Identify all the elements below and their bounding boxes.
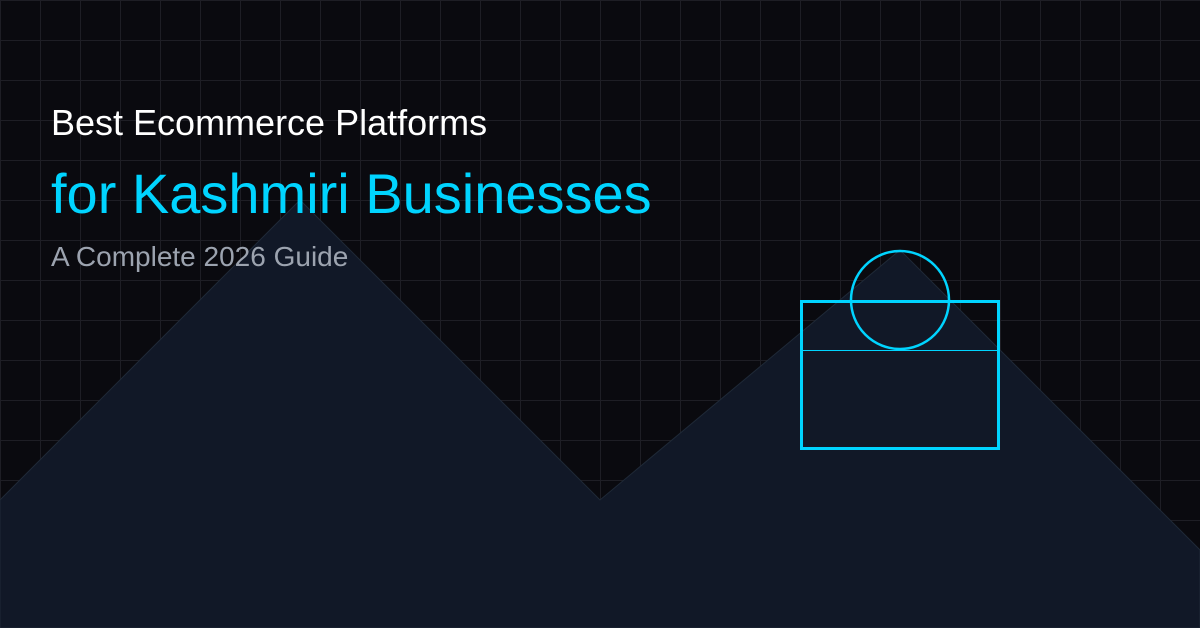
headline-line-2: for Kashmiri Businesses [51,162,652,225]
headline-line-1: Best Ecommerce Platforms [51,102,488,143]
subtitle: A Complete 2026 Guide [51,241,349,272]
shopping-bag-outline-icon [800,249,1000,450]
mountain-shape [0,199,1200,628]
